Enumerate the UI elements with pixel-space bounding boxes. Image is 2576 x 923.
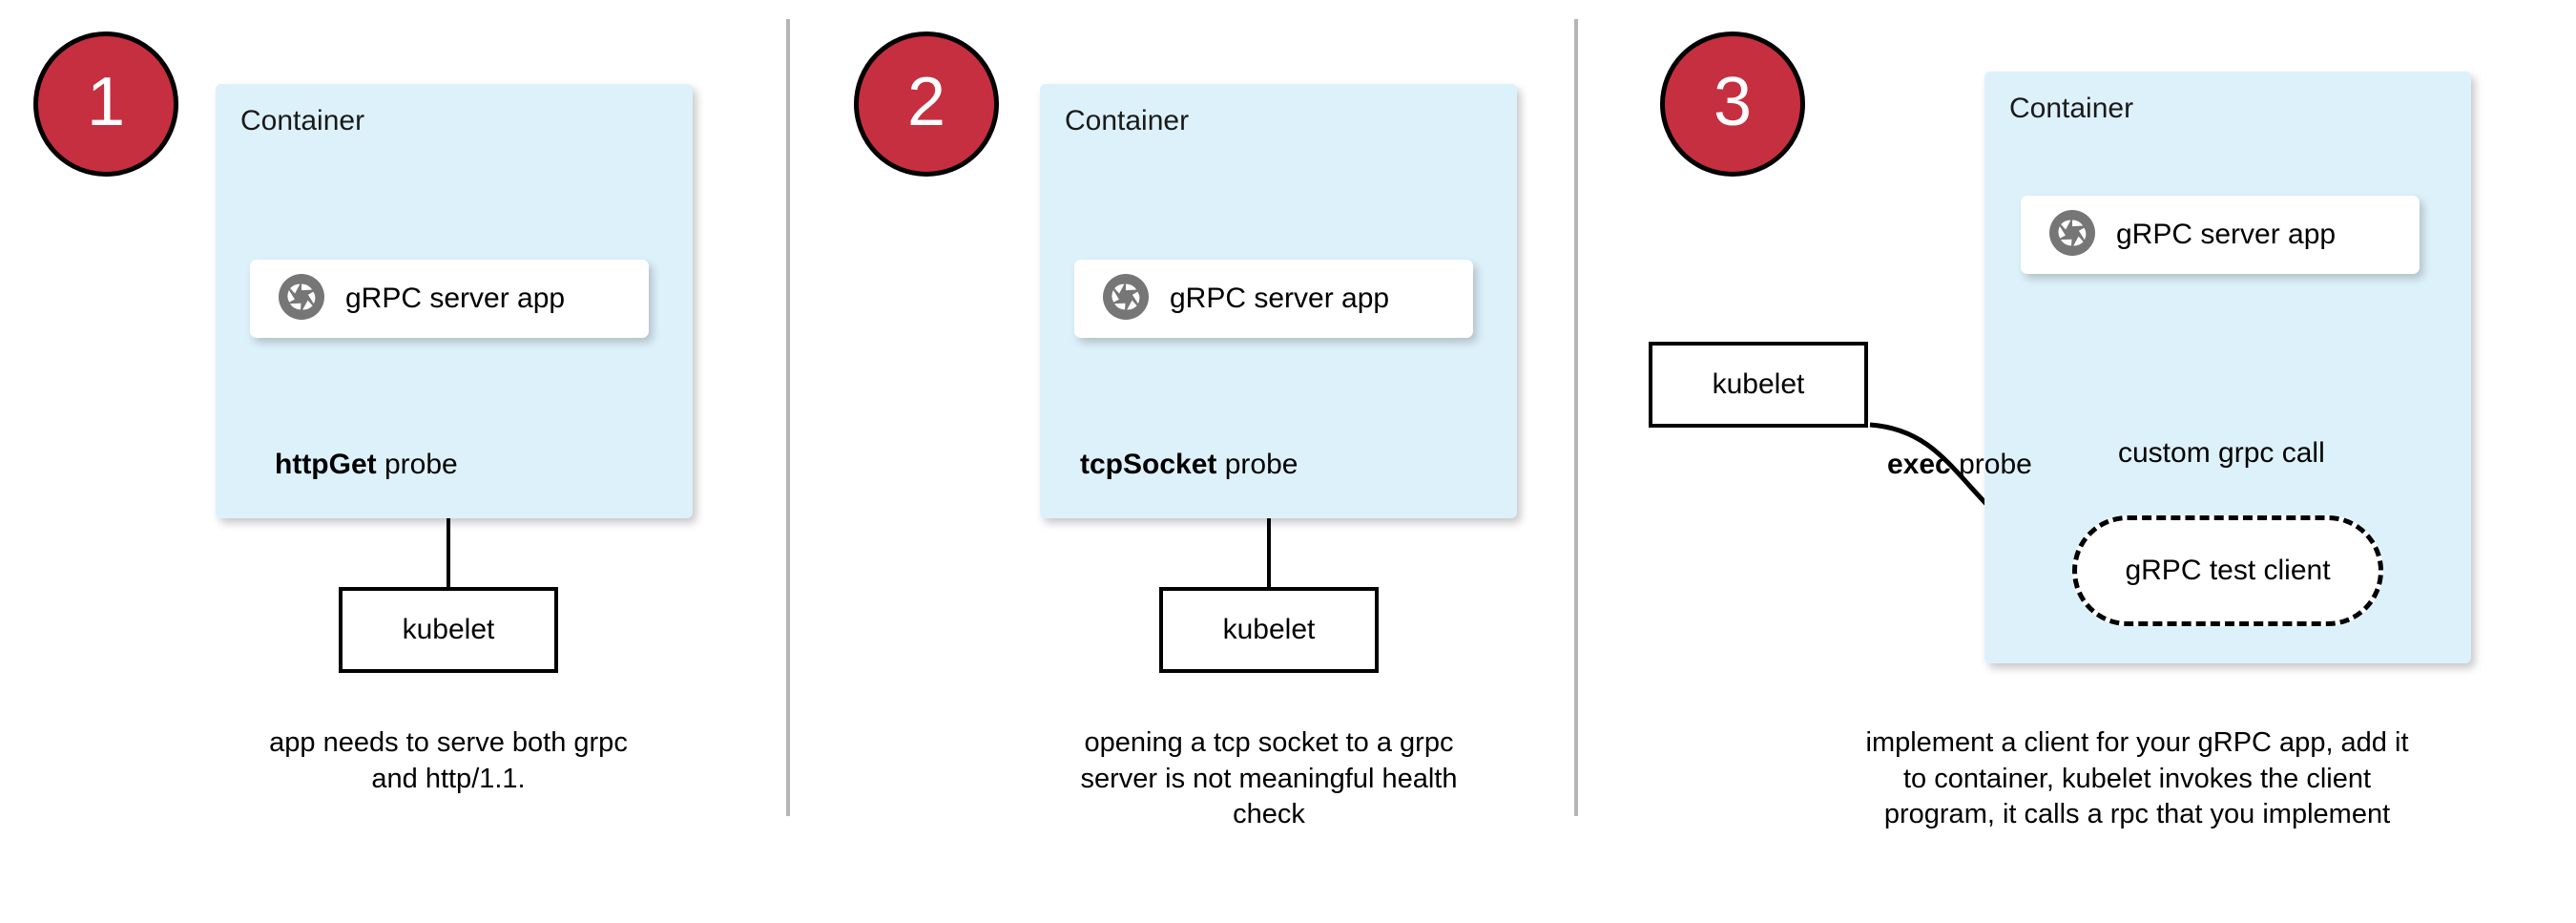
caption-1: app needs to serve both grpc and http/1.… — [181, 725, 716, 797]
panel-divider-1 — [786, 19, 790, 816]
step-badge-1: 1 — [33, 31, 178, 177]
httpget-probe-label: httpGet probe — [275, 449, 458, 481]
caption-2: opening a tcp socket to a grpc server is… — [1002, 725, 1536, 833]
container-label-3: Container — [2009, 93, 2134, 124]
grpc-test-client-pill: gRPC test client — [2072, 515, 2383, 626]
step-badge-1-number: 1 — [86, 64, 126, 140]
kubelet-label-1: kubelet — [402, 614, 495, 645]
container-label-2: Container — [1065, 105, 1190, 136]
exec-probe-label-rest: probe — [1950, 449, 2032, 480]
caption-2-line-1: opening a tcp socket to a grpc — [1084, 727, 1454, 758]
custom-grpc-call-text: custom grpc call — [2118, 437, 2325, 469]
grpc-server-app-label-3: gRPC server app — [2116, 219, 2337, 250]
caption-1-line-2: and http/1.1. — [371, 763, 526, 794]
grpc-server-app-card-3: gRPC server app — [2021, 196, 2420, 274]
httpget-probe-label-rest: probe — [376, 449, 458, 480]
caption-3-line-2: to container, kubelet invokes the client — [1902, 763, 2372, 794]
grpc-server-app-card-2: gRPC server app — [1074, 260, 1473, 338]
exec-probe-label: exec probe — [1887, 449, 2032, 481]
caption-2-line-3: check — [1233, 799, 1305, 830]
httpget-probe-label-bold: httpGet — [275, 449, 377, 480]
kubelet-box-1: kubelet — [339, 587, 558, 673]
caption-3-line-3: program, it calls a rpc that you impleme… — [1883, 799, 2391, 830]
step-badge-3-number: 3 — [1713, 64, 1753, 140]
caption-3: implement a client for your gRPC app, ad… — [1794, 725, 2481, 833]
grpc-server-app-label-1: gRPC server app — [345, 283, 566, 314]
step-badge-2-number: 2 — [906, 64, 946, 140]
grpc-server-app-label-2: gRPC server app — [1170, 283, 1390, 314]
grpc-aperture-icon — [2047, 208, 2097, 262]
grpc-aperture-icon — [1101, 272, 1151, 326]
kubelet-label-3: kubelet — [1712, 368, 1805, 400]
kubelet-label-2: kubelet — [1222, 614, 1316, 645]
exec-probe-label-bold: exec — [1887, 449, 1951, 480]
grpc-aperture-icon — [277, 272, 326, 326]
step-badge-2: 2 — [854, 31, 999, 177]
caption-1-line-1: app needs to serve both grpc — [269, 727, 628, 758]
custom-grpc-call-label: custom grpc call — [2118, 437, 2325, 470]
caption-3-line-1: implement a client for your gRPC app, ad… — [1865, 727, 2409, 758]
panel-divider-2 — [1574, 19, 1578, 816]
tcpsocket-probe-label-rest: probe — [1216, 449, 1298, 480]
kubelet-box-3: kubelet — [1649, 342, 1868, 428]
caption-2-line-2: server is not meaningful health — [1080, 763, 1458, 794]
grpc-test-client-label: gRPC test client — [2125, 555, 2331, 586]
kubelet-box-2: kubelet — [1159, 587, 1379, 673]
grpc-server-app-card-1: gRPC server app — [250, 260, 649, 338]
tcpsocket-probe-label-bold: tcpSocket — [1080, 449, 1217, 480]
container-label-1: Container — [240, 105, 365, 136]
step-badge-3: 3 — [1660, 31, 1805, 177]
tcpsocket-probe-label: tcpSocket probe — [1080, 449, 1298, 481]
